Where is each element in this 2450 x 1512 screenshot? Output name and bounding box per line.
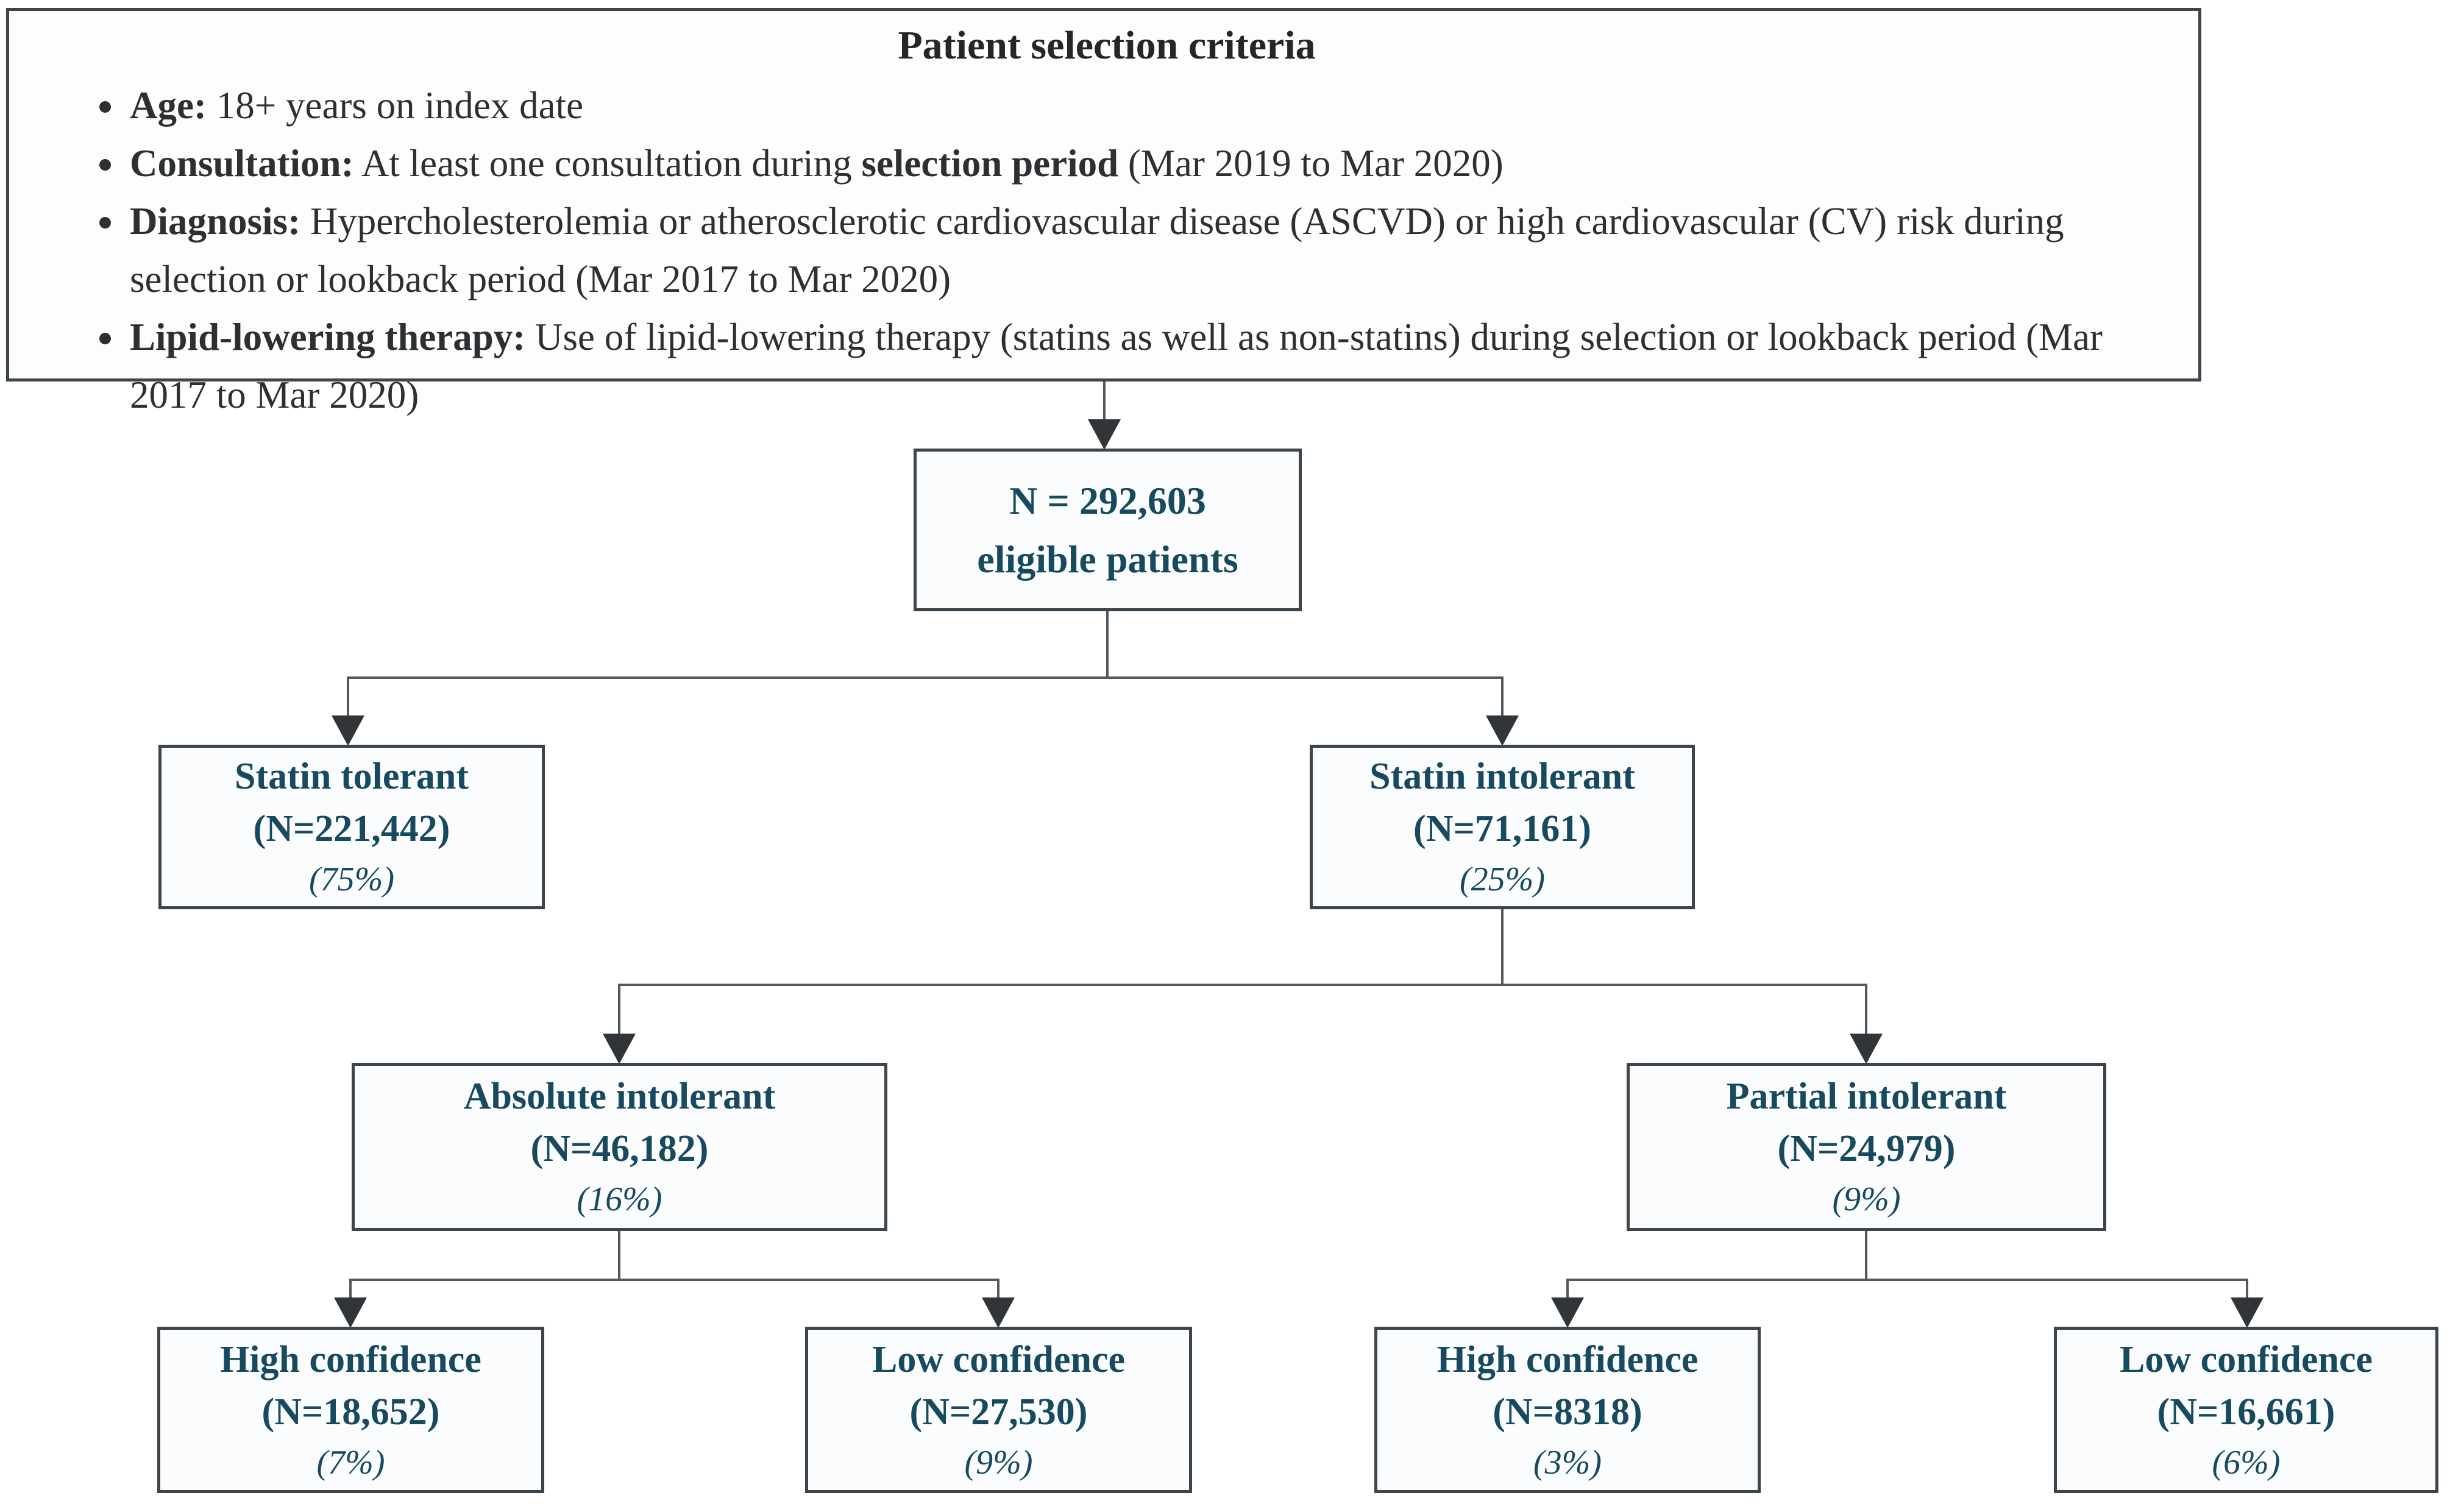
statin-intolerant-title: Statin intolerant <box>1369 756 1635 797</box>
node-partial-intolerant: Partial intolerant (N=24,979) (9%) <box>1627 1063 2106 1231</box>
high-confidence-partial-pct: (3%) <box>1533 1443 1602 1482</box>
arrowhead-statin-intolerant <box>1486 715 1519 746</box>
node-eligible-patients: N = 292,603 eligible patients <box>914 449 1302 611</box>
arrowhead-absolute-intolerant <box>603 1034 636 1064</box>
low-confidence-absolute-title: Low confidence <box>872 1338 1126 1380</box>
criteria-item-consultation: Consultation: At least one consultation … <box>126 135 2156 193</box>
arrowhead-high-conf-absolute <box>334 1297 367 1328</box>
high-confidence-partial-n: (N=8318) <box>1493 1391 1642 1433</box>
criteria-list: Age: 18+ years on index date Consultatio… <box>58 77 2156 424</box>
node-statin-tolerant: Statin tolerant (N=221,442) (75%) <box>158 745 545 909</box>
node-statin-intolerant: Statin intolerant (N=71,161) (25%) <box>1310 745 1695 909</box>
arrowhead-low-conf-partial <box>2231 1297 2264 1328</box>
patient-selection-criteria-box: Patient selection criteria Age: 18+ year… <box>6 8 2201 416</box>
low-confidence-absolute-pct: (9%) <box>964 1443 1033 1482</box>
node-high-confidence-partial: High confidence (N=8318) (3%) <box>1374 1327 1761 1493</box>
criteria-item-lipid-lowering-therapy: Lipid-lowering therapy: Use of lipid-low… <box>126 308 2156 424</box>
partial-intolerant-pct: (9%) <box>1832 1180 1901 1218</box>
node-absolute-intolerant: Absolute intolerant (N=46,182) (16%) <box>352 1063 887 1231</box>
arrowhead-high-conf-partial <box>1551 1297 1584 1328</box>
low-confidence-partial-n: (N=16,661) <box>2157 1391 2335 1433</box>
statin-intolerant-pct: (25%) <box>1460 861 1545 898</box>
low-confidence-partial-pct: (6%) <box>2212 1443 2281 1482</box>
node-low-confidence-partial: Low confidence (N=16,661) (6%) <box>2054 1327 2438 1493</box>
statin-tolerant-n: (N=221,442) <box>253 808 450 850</box>
arrowhead-low-conf-absolute <box>982 1297 1015 1328</box>
criteria-item-diagnosis: Diagnosis: Hypercholesterolemia or ather… <box>126 193 2156 308</box>
absolute-intolerant-pct: (16%) <box>577 1180 662 1218</box>
node-high-confidence-absolute: High confidence (N=18,652) (7%) <box>157 1327 544 1493</box>
arrowhead-statin-tolerant <box>332 715 364 746</box>
eligible-patients-label: eligible patients <box>977 537 1238 581</box>
statin-tolerant-pct: (75%) <box>309 861 394 898</box>
high-confidence-absolute-pct: (7%) <box>316 1443 385 1482</box>
statin-tolerant-title: Statin tolerant <box>234 756 469 797</box>
low-confidence-absolute-n: (N=27,530) <box>909 1391 1088 1433</box>
statin-intolerant-n: (N=71,161) <box>1413 808 1591 850</box>
absolute-intolerant-n: (N=46,182) <box>530 1128 709 1169</box>
eligible-patients-count: N = 292,603 <box>1009 478 1206 522</box>
low-confidence-partial-title: Low confidence <box>2119 1338 2373 1380</box>
arrowhead-partial-intolerant <box>1850 1034 1883 1064</box>
high-confidence-absolute-title: High confidence <box>220 1338 481 1380</box>
absolute-intolerant-title: Absolute intolerant <box>463 1076 776 1117</box>
criteria-item-age: Age: 18+ years on index date <box>126 77 2156 135</box>
node-low-confidence-absolute: Low confidence (N=27,530) (9%) <box>805 1327 1192 1493</box>
criteria-title: Patient selection criteria <box>898 23 1316 68</box>
arrowhead-root <box>1088 419 1121 450</box>
partial-intolerant-title: Partial intolerant <box>1726 1076 2007 1117</box>
partial-intolerant-n: (N=24,979) <box>1777 1128 1956 1169</box>
high-confidence-absolute-n: (N=18,652) <box>261 1391 440 1433</box>
high-confidence-partial-title: High confidence <box>1436 1338 1699 1380</box>
